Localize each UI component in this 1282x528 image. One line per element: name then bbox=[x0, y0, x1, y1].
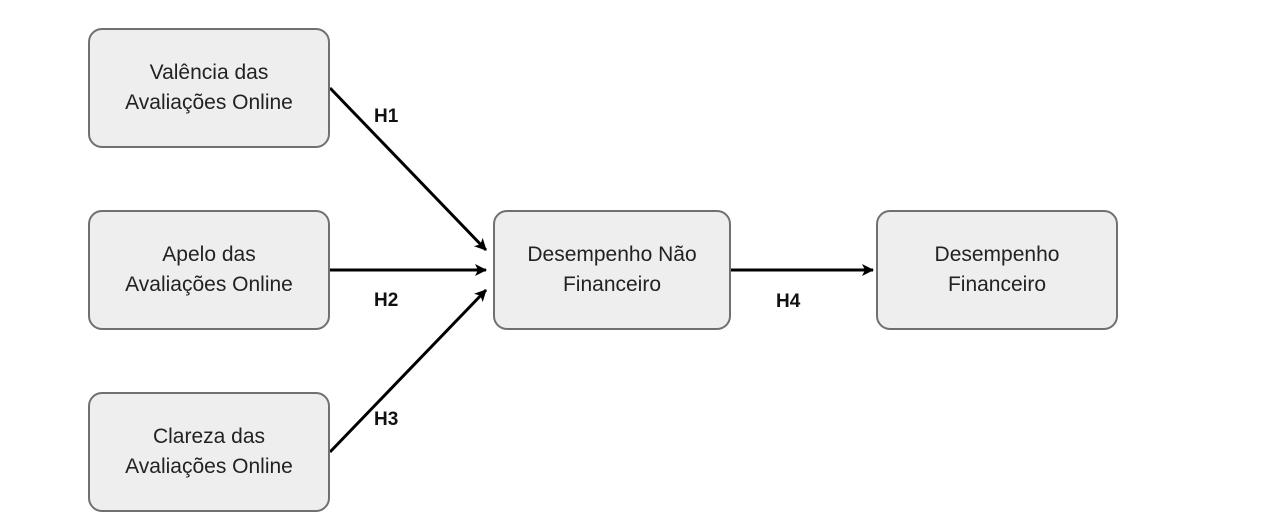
node-label-line2: Avaliações Online bbox=[125, 91, 293, 114]
node-clareza-avaliacoes-online: Clareza das Avaliações Online bbox=[88, 392, 330, 512]
node-apelo-avaliacoes-online: Apelo das Avaliações Online bbox=[88, 210, 330, 330]
node-label-line1: Valência das bbox=[149, 61, 269, 84]
node-label-line1: Desempenho Não bbox=[527, 243, 697, 266]
edge-label-h3: H3 bbox=[374, 409, 399, 430]
edge-label-h2: H2 bbox=[374, 290, 399, 311]
edge-h3-arrow bbox=[328, 288, 488, 454]
edge-label-h4: H4 bbox=[776, 291, 801, 312]
node-desempenho-financeiro: Desempenho Financeiro bbox=[876, 210, 1118, 330]
node-label-line1: Clareza das bbox=[152, 425, 266, 448]
node-label-line2: Financeiro bbox=[947, 273, 1047, 296]
node-label-line2: Avaliações Online bbox=[125, 455, 293, 478]
node-desempenho-nao-financeiro: Desempenho Não Financeiro bbox=[493, 210, 731, 330]
edge-h1-arrow bbox=[328, 86, 488, 252]
node-valencia-avaliacoes-online: Valência das Avaliações Online bbox=[88, 28, 330, 148]
edge-label-h1: H1 bbox=[374, 106, 399, 127]
node-label-line2: Financeiro bbox=[562, 273, 662, 296]
node-label-line1: Desempenho bbox=[934, 243, 1060, 266]
node-label-line2: Avaliações Online bbox=[125, 273, 293, 296]
node-label-line1: Apelo das bbox=[162, 243, 256, 266]
